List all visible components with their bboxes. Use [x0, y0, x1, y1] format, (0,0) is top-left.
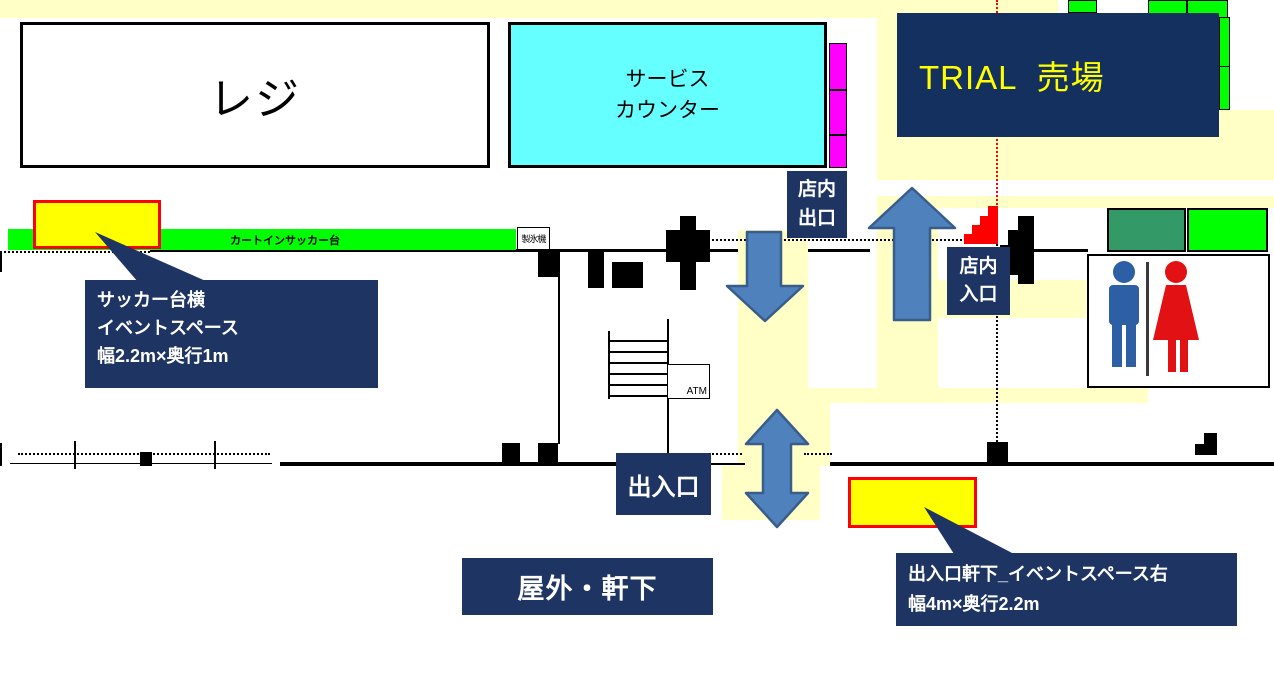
- pillar: [1195, 444, 1204, 455]
- store-entrance-label: 店内 入口: [947, 247, 1010, 315]
- door-tick: [74, 441, 76, 469]
- store-entrance-line2: 入口: [959, 284, 998, 305]
- pillar: [502, 443, 520, 466]
- callout-line: イベントスペース: [97, 317, 239, 338]
- green-fixture: [1219, 66, 1230, 110]
- magenta-cell: [829, 90, 847, 135]
- pillar: [538, 252, 558, 277]
- ice-machine-label: 製氷機: [521, 234, 546, 244]
- restroom-icons: [1109, 261, 1199, 376]
- path-horizontal-band: [808, 388, 1148, 403]
- callout-pointer: [924, 507, 1014, 554]
- store-entrance-arrow-up-icon: [867, 186, 957, 322]
- store-entrance-line1: 店内: [959, 255, 998, 277]
- stairs-left-rail: [608, 331, 610, 399]
- green-fixture: [1068, 0, 1097, 13]
- service-counter-line1: サービス: [625, 67, 710, 91]
- service-counter-label: サービス カウンター: [615, 64, 720, 127]
- stairs-step: [609, 373, 667, 375]
- trial-sales-floor-label: TRIAL 売場: [919, 59, 1105, 96]
- atm-label: ATM: [686, 386, 707, 397]
- stairs-step: [609, 362, 667, 364]
- pillar: [140, 452, 152, 466]
- restroom-divider: [1146, 262, 1149, 376]
- path-below-trial: [877, 137, 1274, 180]
- pillar: [612, 262, 643, 288]
- callout-entrance-eaves: 出入口軒下_イベントスペース右 幅4m×奥行2.2m: [896, 553, 1237, 626]
- man-icon: [1109, 261, 1139, 367]
- register-area: レジ: [20, 22, 490, 168]
- red-steps: [964, 206, 998, 244]
- callout-line: 出入口軒下_イベントスペース右: [908, 564, 1168, 584]
- wall-bottom-1: [280, 462, 616, 466]
- path-widen: [808, 398, 830, 466]
- green-fixture: [1148, 0, 1187, 14]
- stairs-step: [609, 395, 667, 397]
- path-left-of-trial: [877, 15, 897, 137]
- dark-green-fixture: [1107, 208, 1186, 252]
- register-label: レジ: [209, 75, 301, 124]
- magenta-cell: [829, 135, 847, 168]
- atm: ATM: [667, 364, 710, 399]
- door-tick: [214, 441, 216, 469]
- pillar: [1204, 433, 1217, 455]
- wall-bottom-2: [830, 462, 1274, 466]
- callout-line: サッカー台横: [97, 290, 205, 310]
- wall-top-1: [150, 249, 738, 252]
- service-counter-area: サービス カウンター: [508, 22, 827, 168]
- counter-magenta-strip: [829, 43, 847, 168]
- callout-soccer-side: サッカー台横 イベントスペース 幅2.2m×奥行1m: [85, 280, 378, 388]
- pillar: [538, 443, 558, 465]
- wall-vertical-mid: [558, 252, 560, 444]
- store-exit-line1: 店内: [797, 179, 836, 200]
- path-band-2: [877, 196, 1274, 208]
- store-exit-arrow-down-icon: [725, 230, 805, 323]
- outdoor-eaves-text: 屋外・軒下: [517, 574, 658, 604]
- woman-icon: [1153, 261, 1199, 372]
- service-counter-line2: カウンター: [615, 99, 720, 122]
- ice-machine: 製氷機: [517, 227, 550, 250]
- wall-corner-tl: [0, 252, 2, 272]
- black-guide-line: [996, 240, 998, 466]
- pillar-cross: [666, 216, 710, 290]
- callout-line: 幅4m×奥行2.2m: [908, 593, 1040, 614]
- doorway-double-arrow-icon: [744, 408, 810, 529]
- stairs-step: [609, 384, 667, 386]
- event-space-entrance-eaves: [848, 477, 977, 528]
- pillar: [588, 252, 604, 288]
- entrance-exit-text: 出入口: [627, 473, 700, 501]
- green-fixture: [1187, 208, 1268, 252]
- stairs-step: [609, 351, 667, 353]
- door-rail-right: [711, 463, 745, 465]
- door-dotted-mid: [712, 453, 742, 455]
- path-top-band: [0, 0, 1058, 18]
- outdoor-eaves-label: 屋外・軒下: [462, 558, 713, 615]
- path-right-of-trial: [1219, 110, 1274, 180]
- green-fixture: [1219, 17, 1230, 67]
- stairs-step: [609, 340, 667, 342]
- door-dotted-mid2: [804, 453, 832, 455]
- wall-top-left-dotted: [0, 251, 150, 253]
- store-exit-label: 店内 出口: [787, 171, 847, 238]
- entrance-exit-label: 出入口: [616, 453, 711, 515]
- callout-pointer: [95, 232, 208, 282]
- event-space-soccer-side: [33, 200, 161, 249]
- pillar: [987, 442, 1008, 466]
- magenta-cell: [829, 43, 847, 90]
- trial-sales-floor: TRIAL 売場: [897, 13, 1219, 137]
- wall-corner-bl: [0, 443, 2, 466]
- cart-soccer-strip-label: カートインサッカー台: [230, 235, 340, 247]
- callout-line: 幅2.2m×奥行1m: [97, 345, 229, 366]
- store-exit-line2: 出口: [797, 207, 836, 229]
- wall-top-2: [808, 249, 870, 252]
- door-opening-dotted: [705, 239, 997, 241]
